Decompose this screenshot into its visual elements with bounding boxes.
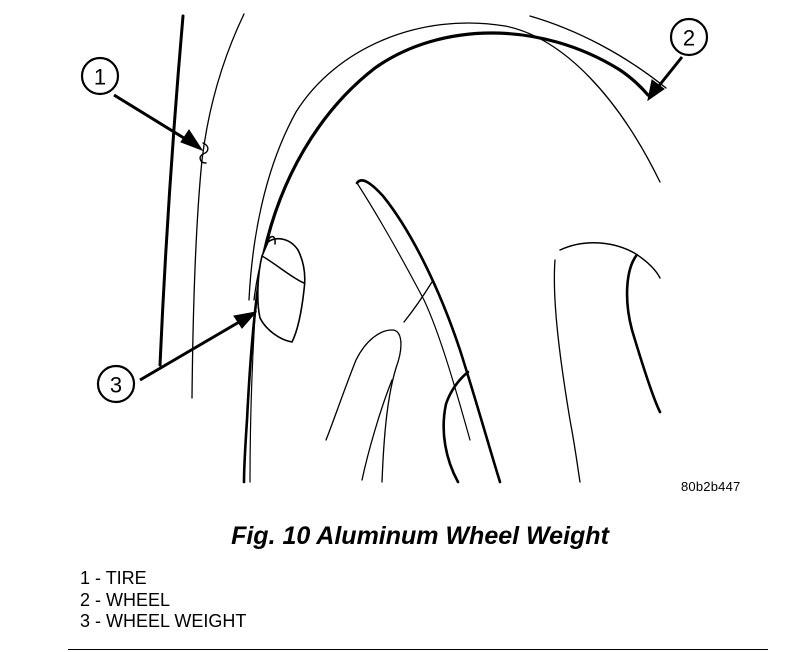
legend-item-wheel-weight: 3 - WHEEL WEIGHT: [80, 611, 246, 633]
callout-3-circle: [96, 364, 136, 404]
figure-image-code: 80b2b447: [681, 479, 741, 494]
legend-item-label: WHEEL: [106, 589, 171, 610]
legend-item-number: 2: [80, 589, 91, 610]
callout-1-arrowhead: [180, 129, 204, 152]
wheel-spoke-left-edge: [361, 379, 393, 481]
callout-3-number: 3: [110, 373, 122, 398]
wheel-spoke-left-facet: [325, 281, 433, 483]
wheel-window-right: [559, 242, 661, 279]
wheel-spoke-left-inner: [356, 182, 471, 441]
legend-item-wheel: 2 - WHEEL: [80, 590, 246, 612]
legend-item-label: WHEEL WEIGHT: [106, 611, 247, 631]
wheel-rim-flange-outer: [262, 31, 650, 255]
tire-sidewall-line: [191, 13, 245, 399]
bottom-divider: [68, 649, 768, 650]
callout-1-number: 1: [94, 65, 106, 90]
tire-outer-edge: [158, 14, 185, 367]
legend-item-number: 1: [80, 568, 91, 588]
callout-2-circle: [669, 17, 709, 57]
callout-3-leader: [139, 316, 247, 382]
legend-item-number: 3: [80, 611, 91, 631]
wheel-spoke-left: [355, 179, 502, 484]
wheel-window-right-edge: [625, 254, 662, 414]
legend-item-separator: -: [90, 568, 106, 588]
callout-3: 3: [96, 364, 136, 404]
callout-2-arrowhead: [647, 79, 665, 102]
wheel-rim-flange-inner: [248, 22, 661, 301]
callout-1: 1: [80, 56, 120, 96]
callout-1-circle: [80, 56, 120, 96]
legend-item-tire: 1 - TIRE: [80, 568, 246, 590]
legend-item-separator: -: [90, 589, 107, 610]
callout-3-arrowhead: [233, 311, 258, 329]
wheel-outer-arc: [529, 15, 667, 89]
callout-1-leader: [113, 93, 193, 145]
wheel-weight-body: [257, 237, 306, 343]
callout-2-number: 2: [683, 26, 695, 51]
wheel-spoke-left-lower: [442, 370, 470, 484]
figure-caption: Fig. 10 Aluminum Wheel Weight: [231, 522, 609, 550]
callout-2: 2: [669, 17, 709, 57]
legend-item-separator: -: [90, 611, 107, 631]
wheel-weight-illustration: 1 2 3: [80, 13, 709, 484]
wheel-weight-clip: [261, 235, 305, 284]
callout-legend: 1 - TIRE 2 - WHEEL 3 - WHEEL WEIGHT: [80, 568, 246, 633]
wheel-rim-lip-2: [249, 299, 257, 483]
wheel-window-right-inner: [553, 259, 581, 483]
tire-bead-mark: [199, 142, 209, 164]
legend-item-label: TIRE: [105, 568, 147, 588]
